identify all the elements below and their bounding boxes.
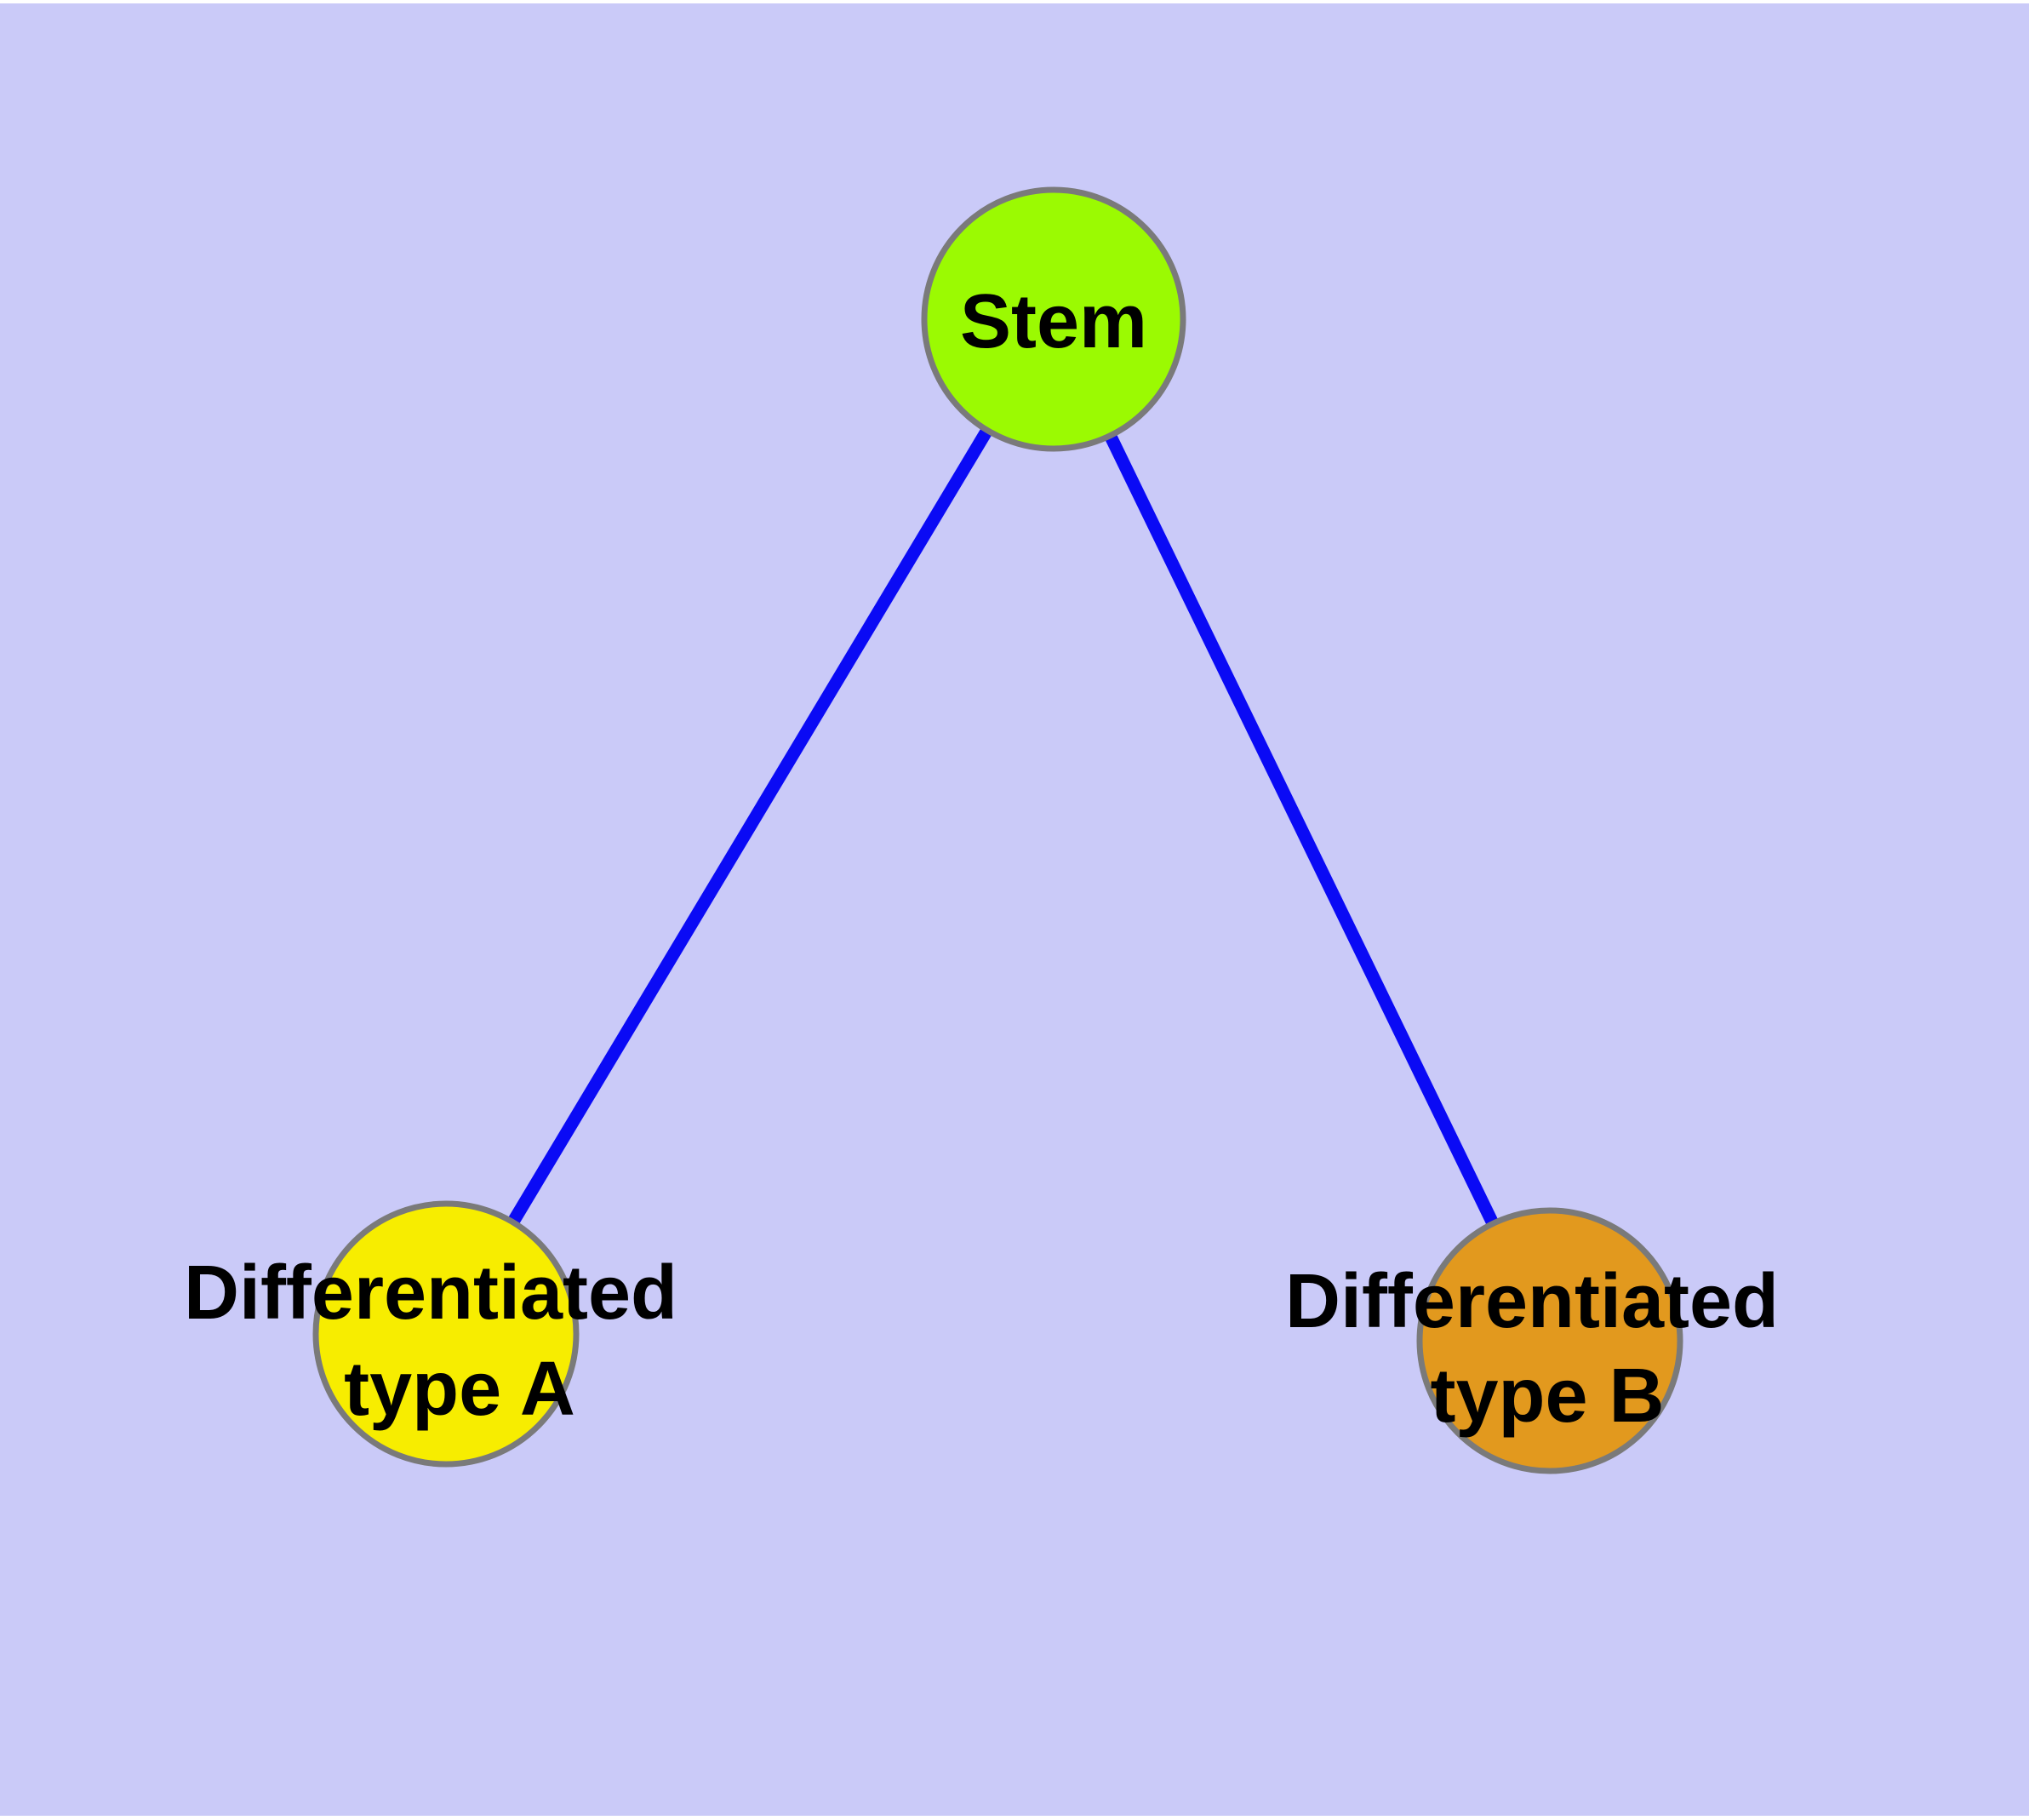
node-type-b-label-line1: Differentiated <box>1285 1259 1779 1344</box>
node-differentiated-type-b <box>1416 1207 1683 1474</box>
graph-svg: Stem Differentiated type A Differentiate… <box>0 3 2029 1816</box>
node-type-a-label-line1: Differentiated <box>184 1251 677 1336</box>
node-type-a-label-line2: type A <box>344 1347 575 1432</box>
node-stem-label: Stem <box>960 279 1147 364</box>
node-type-b-label-line2: type B <box>1430 1354 1664 1439</box>
graph-plot-canvas: Stem Differentiated type A Differentiate… <box>0 3 2029 1816</box>
node-stem <box>921 186 1186 452</box>
edge-stem-to-type-b <box>1048 316 1556 1344</box>
node-differentiated-type-a <box>312 1200 580 1468</box>
edge-stem-to-type-a <box>440 316 1060 1337</box>
